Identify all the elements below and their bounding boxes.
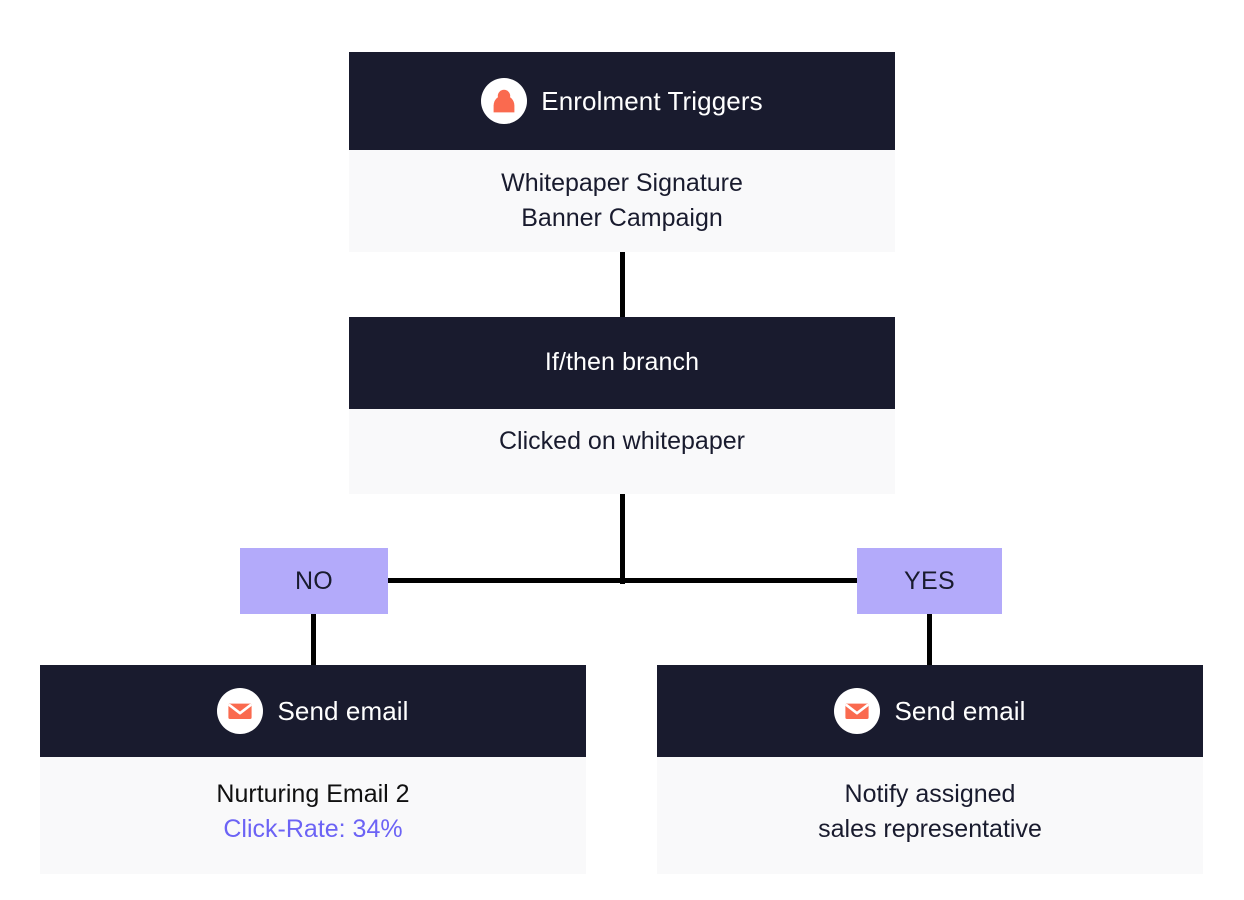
node-send-email-yes-body: Notify assigned sales representative [657, 757, 1203, 874]
node-enrolment-body: Whitepaper Signature Banner Campaign [349, 150, 895, 252]
node-send-email-yes-body-line: sales representative [818, 815, 1042, 843]
node-send-email-no-click-rate: Click-Rate: 34% [223, 815, 403, 843]
node-send-email-yes-body-line: Notify assigned [844, 780, 1016, 808]
envelope-icon [217, 688, 264, 734]
envelope-icon [834, 688, 881, 734]
branch-chip-no[interactable]: NO [240, 548, 388, 614]
person-icon [481, 78, 528, 124]
node-send-email-no-header: Send email [40, 665, 586, 757]
node-branch-body-line: Clicked on whitepaper [499, 427, 745, 455]
node-branch-header: If/then branch [349, 317, 895, 409]
connector-yes-to-email [927, 612, 932, 668]
node-send-email-no-body-line: Nurturing Email 2 [216, 780, 410, 808]
node-send-email-no[interactable]: Send email Nurturing Email 2 Click-Rate:… [40, 665, 586, 874]
branch-chip-yes-label: YES [904, 566, 955, 595]
node-branch-title: If/then branch [544, 348, 700, 377]
node-enrolment-body-line: Banner Campaign [521, 204, 723, 232]
node-enrolment-body-line: Whitepaper Signature [501, 169, 743, 197]
connector-enrolment-to-branch [620, 252, 625, 318]
node-send-email-no-title: Send email [277, 695, 409, 726]
connector-no-to-email [311, 612, 316, 668]
node-branch-body: Clicked on whitepaper [349, 409, 895, 494]
node-enrolment-title: Enrolment Triggers [541, 85, 763, 116]
node-send-email-yes[interactable]: Send email Notify assigned sales represe… [657, 665, 1203, 874]
node-ifthen-branch[interactable]: If/then branch Clicked on whitepaper [349, 317, 895, 494]
node-send-email-yes-header: Send email [657, 665, 1203, 757]
node-send-email-yes-title: Send email [894, 695, 1026, 726]
node-enrolment-header: Enrolment Triggers [349, 52, 895, 150]
node-send-email-no-body: Nurturing Email 2 Click-Rate: 34% [40, 757, 586, 874]
connector-branch-stem [620, 494, 625, 584]
connector-branch-horizontal [386, 578, 859, 583]
branch-chip-yes[interactable]: YES [857, 548, 1002, 614]
node-enrolment-triggers[interactable]: Enrolment Triggers Whitepaper Signature … [349, 52, 895, 252]
branch-chip-no-label: NO [294, 566, 334, 595]
